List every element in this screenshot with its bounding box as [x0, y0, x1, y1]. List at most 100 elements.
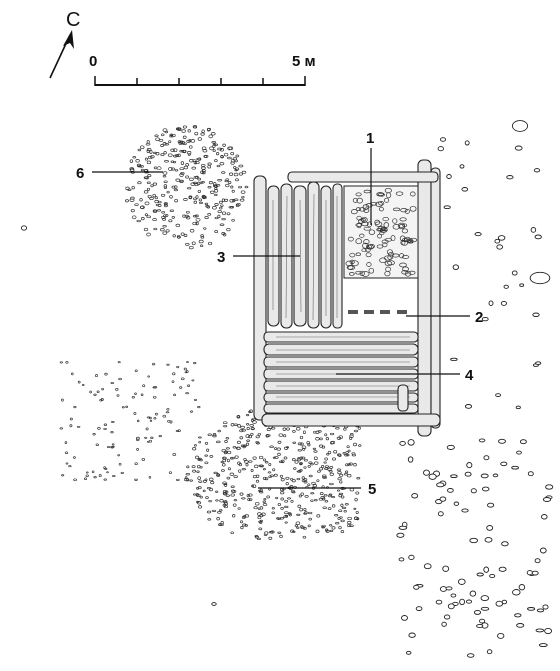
pebble: [156, 166, 162, 171]
pebble: [297, 442, 303, 446]
pebble: [239, 436, 244, 440]
pebble: [268, 462, 272, 467]
pebble: [180, 141, 185, 145]
pebble: [198, 480, 203, 483]
stone: [396, 532, 405, 538]
pebble: [340, 503, 344, 507]
hearth-stone: [398, 222, 405, 229]
pebble: [212, 433, 217, 437]
pebble: [355, 510, 359, 515]
pebble: [226, 212, 231, 216]
pebble: [136, 436, 140, 440]
pebble: [129, 159, 134, 163]
pebble: [196, 181, 201, 186]
pebble: [97, 427, 101, 430]
north-label: С: [66, 9, 80, 31]
pebble: [81, 384, 85, 386]
pebble: [166, 363, 170, 366]
pebble: [329, 472, 334, 476]
pebble: [198, 440, 202, 444]
stone: [437, 511, 444, 517]
pebble: [235, 154, 240, 158]
hearth-stone: [378, 206, 384, 212]
pebble: [230, 531, 234, 535]
pebble: [204, 216, 209, 220]
pebble: [195, 455, 200, 460]
hearth-stone: [395, 191, 404, 196]
pebble: [255, 479, 260, 483]
pebble: [96, 390, 100, 394]
pebble: [293, 467, 297, 470]
pebble: [346, 445, 350, 449]
pebble: [193, 362, 197, 365]
pebble: [110, 381, 115, 385]
pebble: [95, 374, 98, 378]
pebble: [162, 171, 168, 175]
pebble: [125, 199, 129, 203]
hearth-stone: [391, 253, 400, 258]
pebble: [211, 141, 216, 144]
pebble: [232, 446, 237, 449]
pebble: [168, 471, 172, 474]
pebble: [143, 190, 149, 194]
pebble: [215, 499, 219, 502]
callout-3: 3: [217, 249, 300, 266]
pebble: [189, 145, 193, 149]
stone: [489, 573, 496, 579]
pebble: [234, 455, 239, 459]
pebble: [262, 468, 266, 471]
stone: [464, 140, 470, 146]
pebble: [316, 514, 321, 518]
pebble: [177, 153, 181, 158]
stone: [534, 558, 541, 564]
pebble: [197, 137, 202, 141]
pebble: [185, 216, 191, 220]
pebble: [153, 416, 157, 420]
pebble: [175, 178, 181, 182]
hearth-stone: [382, 216, 389, 222]
pebble: [263, 497, 267, 501]
pebble: [163, 151, 167, 155]
stone: [535, 628, 545, 633]
pebble: [231, 218, 235, 222]
pebble: [197, 189, 201, 193]
hearth-stone: [404, 271, 412, 277]
stone: [436, 482, 445, 488]
stone: [443, 614, 451, 620]
stone: [480, 473, 489, 479]
pebble: [152, 395, 157, 399]
pebble: [296, 458, 301, 462]
hearth-stone: [383, 222, 390, 228]
pebble: [218, 200, 223, 204]
callout-4: 4: [336, 367, 474, 384]
pebble: [356, 517, 360, 521]
hearth-stone: [408, 270, 416, 275]
pebble: [175, 154, 179, 157]
pebble: [73, 406, 77, 409]
stone: [435, 599, 443, 605]
stone: [423, 563, 432, 570]
pebble: [117, 361, 121, 364]
pebble: [247, 497, 251, 502]
pebble: [220, 155, 224, 158]
pebble: [254, 534, 259, 538]
pebble: [120, 471, 124, 474]
pebble: [140, 393, 144, 397]
stone: [486, 649, 493, 655]
pebble: [225, 183, 230, 188]
scattered-stones: [20, 120, 554, 658]
pebble: [230, 485, 235, 488]
pebble: [164, 160, 169, 163]
pebble: [231, 189, 235, 193]
pebble: [322, 476, 327, 479]
stone: [453, 501, 460, 506]
pebble: [182, 214, 186, 218]
pebble: [284, 505, 289, 509]
stone: [515, 405, 521, 410]
pebble: [245, 414, 250, 417]
pebble: [263, 458, 267, 462]
pebble: [331, 504, 336, 508]
pebble: [201, 166, 206, 170]
pebble: [200, 163, 206, 167]
pebble: [161, 215, 166, 219]
